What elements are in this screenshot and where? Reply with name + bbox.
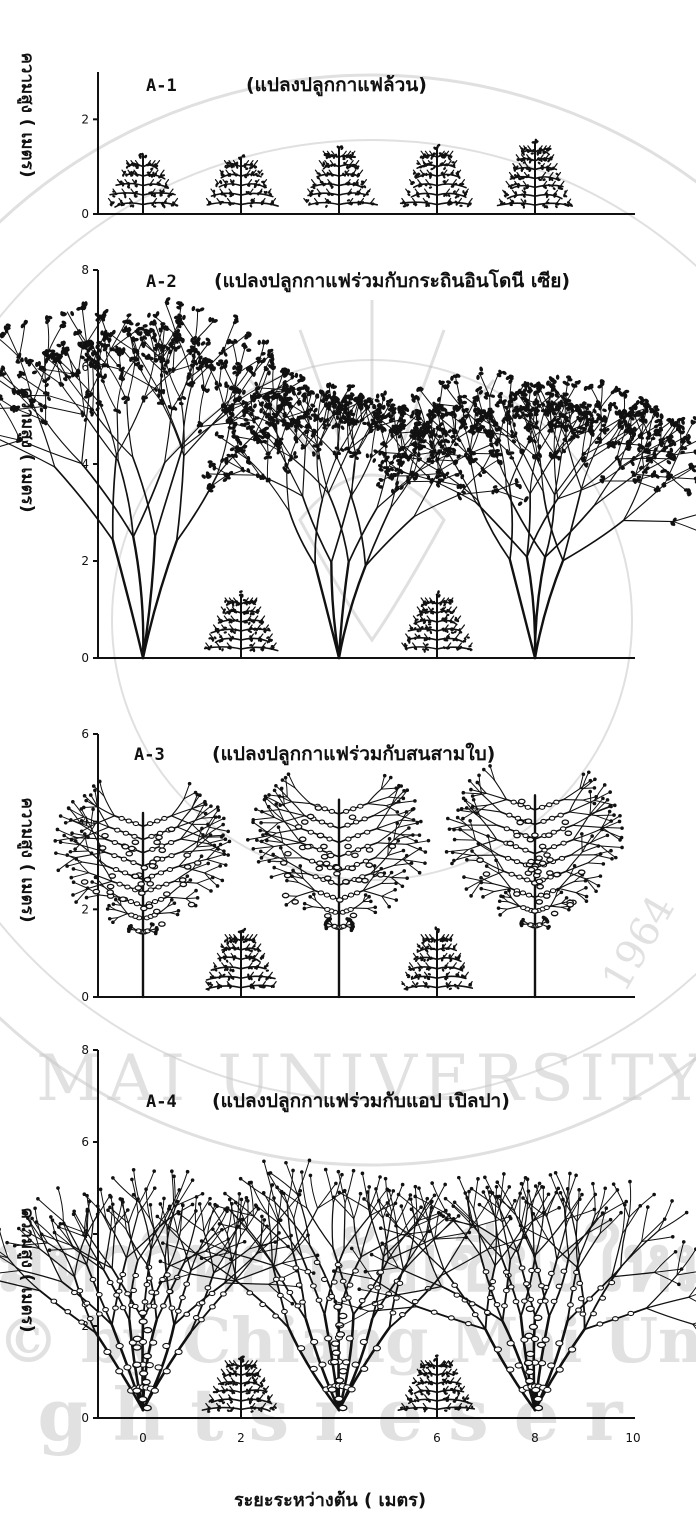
- panel-a3: A-3 (แปลงปลูกกาแฟร่วมกับสนสามใบ) ความสูง…: [16, 727, 635, 1004]
- coffee-tree: [207, 154, 279, 214]
- coffee-tree: [304, 145, 377, 214]
- coffee-tree: [401, 143, 473, 214]
- broad-tree: [0, 296, 319, 658]
- panel-code: A-1: [146, 76, 177, 96]
- coffee-tree: [206, 927, 276, 997]
- panel-a1: A-1 (แปลงปลูกกาแฟล้วน) ความสูง ( เมตร) 0…: [16, 53, 635, 221]
- y-tick-label: 8: [81, 1043, 89, 1057]
- x-tick-label: 0: [139, 1431, 147, 1445]
- panel-code: A-2: [146, 272, 177, 292]
- dense-tree: [445, 764, 624, 997]
- y-tick-label: 2: [81, 112, 89, 126]
- y-tick-label: 6: [81, 727, 89, 741]
- y-axis-label: ความสูง ( เมตร): [16, 53, 37, 178]
- y-tick-label: 0: [81, 651, 89, 665]
- coffee-tree: [402, 590, 472, 658]
- x-tick-label: 8: [531, 1431, 539, 1445]
- panel-title: (แปลงปลูกกาแฟร่วมกับกระถินอินโดนี เซีย): [214, 269, 570, 293]
- y-tick-label: 0: [81, 990, 89, 1004]
- y-tick-label: 0: [81, 207, 89, 221]
- x-tick-label: 4: [335, 1431, 343, 1445]
- panel-title: (แปลงปลูกกาแฟร่วมกับแอป เปิลปา): [212, 1090, 510, 1113]
- panel-title: (แปลงปลูกกาแฟร่วมกับสนสามใบ): [212, 742, 495, 766]
- y-tick-label: 0: [81, 1411, 89, 1425]
- y-tick-label: 8: [81, 263, 89, 277]
- watermark-seal-year: 1964: [593, 888, 684, 999]
- x-tick-label: 6: [433, 1431, 441, 1445]
- y-axis-label: ความสูง ( เมตร): [16, 798, 37, 923]
- panel-code: A-4: [146, 1092, 177, 1112]
- panel-title: (แปลงปลูกกาแฟล้วน): [246, 74, 427, 97]
- dense-tree: [53, 780, 231, 997]
- dense-tree: [246, 772, 430, 997]
- y-tick-label: 2: [81, 554, 89, 568]
- x-tick-label: 2: [237, 1431, 245, 1445]
- coffee-tree: [498, 138, 573, 214]
- y-tick-label: 2: [81, 902, 89, 916]
- x-axis-label: ระยะระหว่างต้น ( เมตร): [234, 1490, 426, 1511]
- coffee-tree: [109, 152, 179, 214]
- coffee-tree: [204, 590, 277, 658]
- x-tick-label: 10: [625, 1431, 640, 1445]
- y-tick-label: 6: [81, 1135, 89, 1149]
- panel-code: A-3: [134, 745, 165, 765]
- coffee-tree: [401, 926, 472, 997]
